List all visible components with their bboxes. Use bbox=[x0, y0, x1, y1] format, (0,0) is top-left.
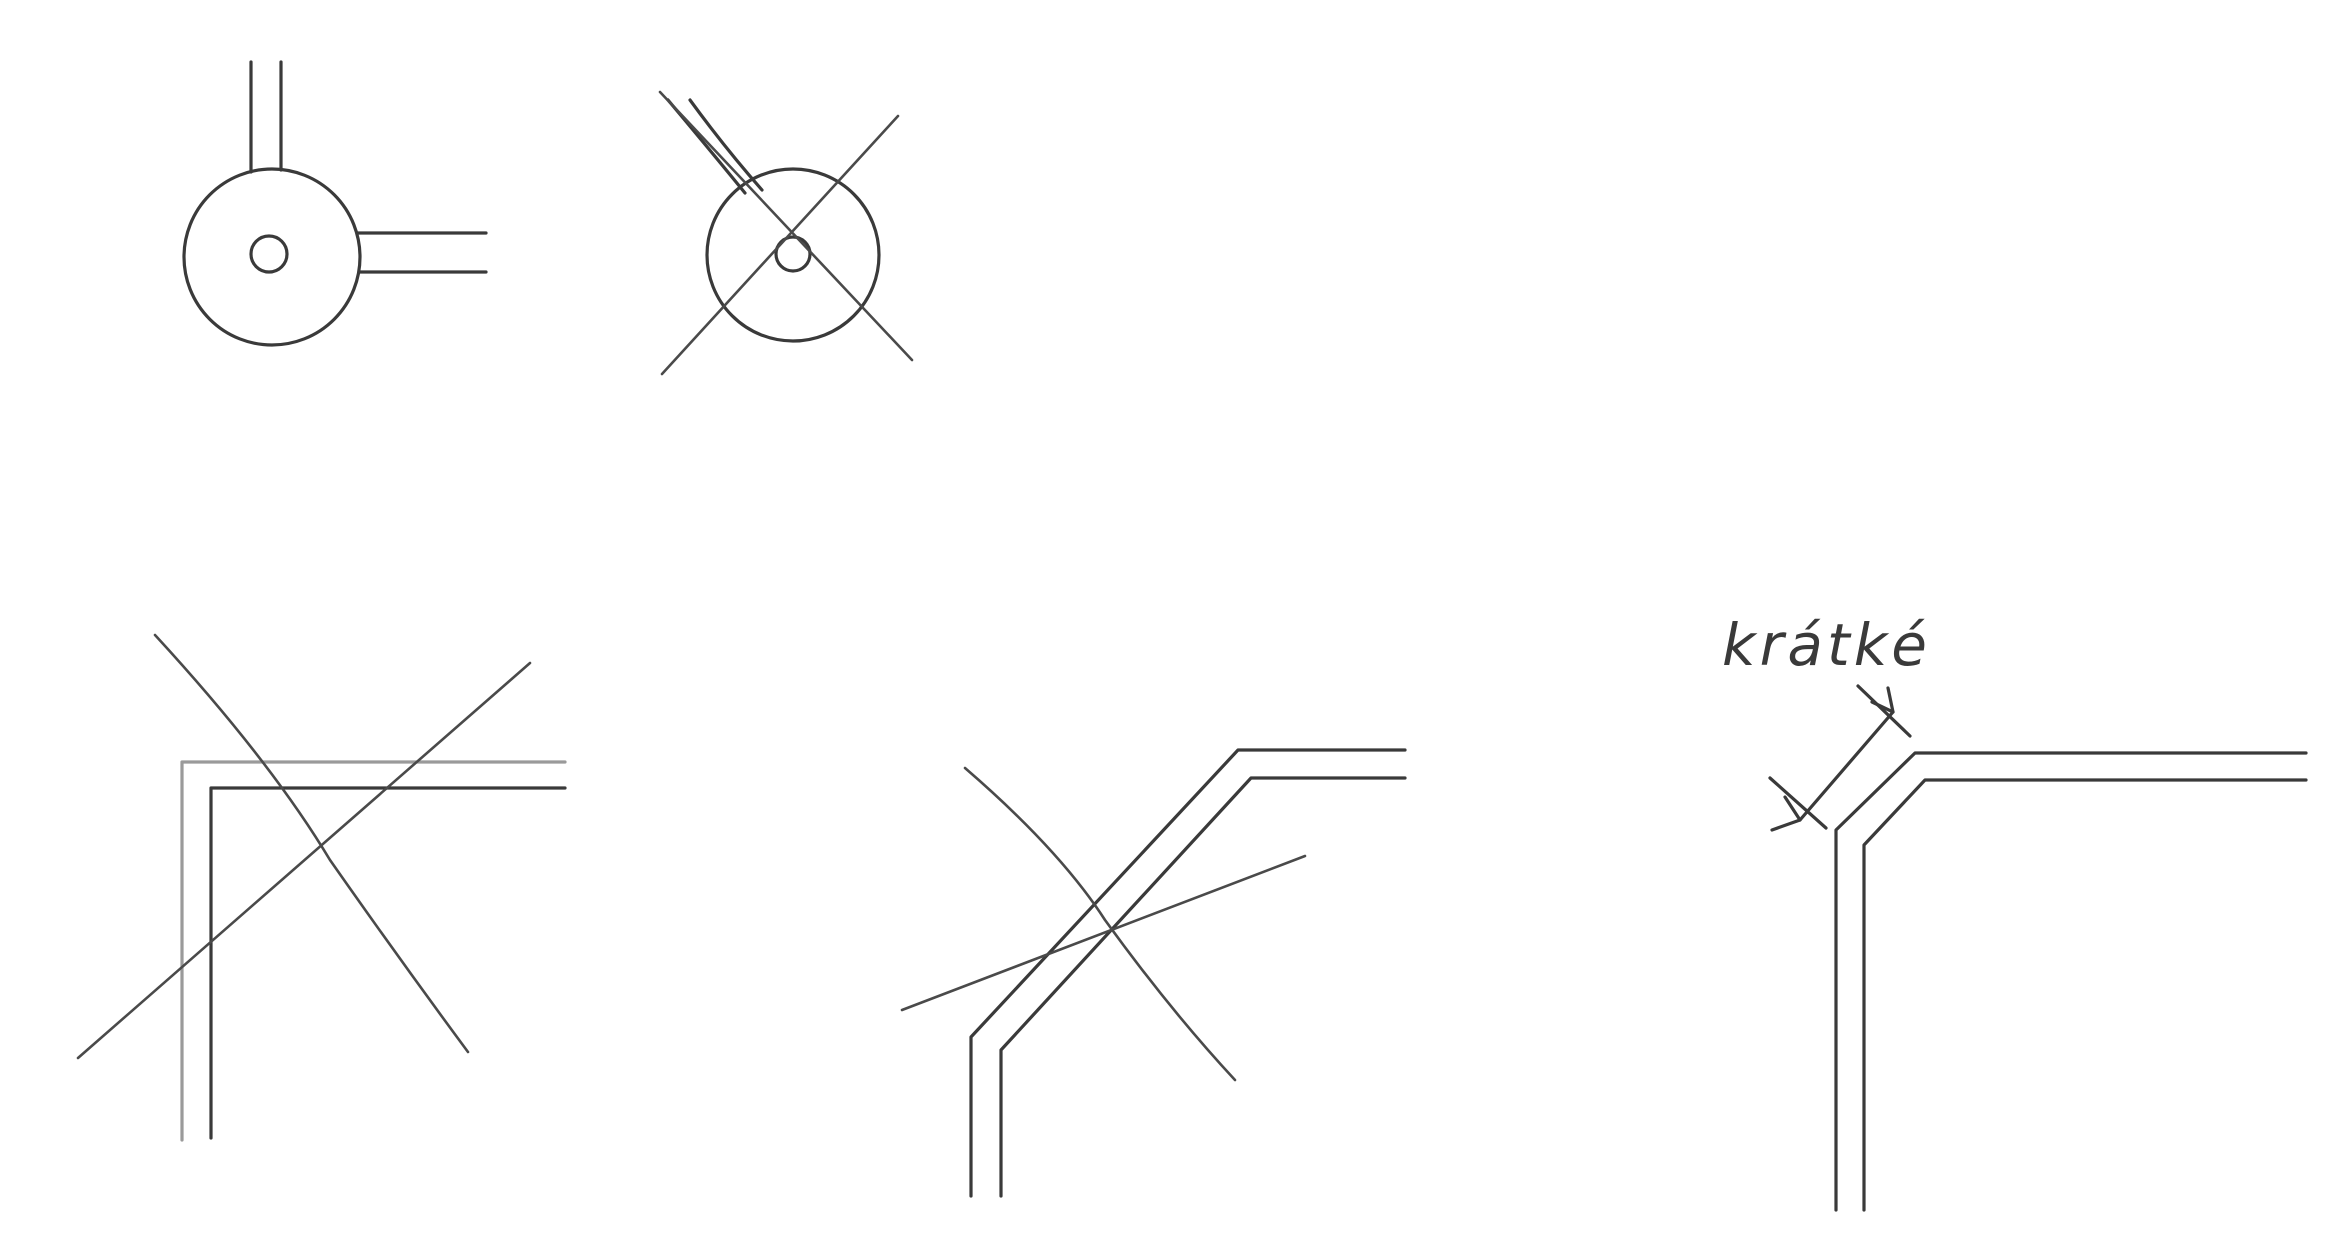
rejected-stub-line-b bbox=[688, 98, 764, 192]
dimension-tick-end bbox=[1856, 684, 1912, 738]
long-chamfer-corner-rejected bbox=[900, 748, 1407, 1198]
chamfer-dimension bbox=[1768, 684, 1912, 832]
short-chamfer-inner-wall bbox=[1862, 778, 2308, 1212]
dimension-arrow-end bbox=[1870, 686, 1895, 714]
cross-out-stroke-1 bbox=[658, 90, 914, 362]
cross-out-stroke-1 bbox=[153, 633, 470, 1054]
square-corner-outer-wall bbox=[180, 760, 567, 1142]
short-chamfer-outer-wall bbox=[1834, 751, 2308, 1212]
cross-out-stroke-2 bbox=[660, 114, 900, 376]
dimension-arrow-start bbox=[1770, 795, 1802, 832]
cross-out-stroke-2 bbox=[900, 854, 1307, 1012]
short-chamfer-corner-correct: krátké bbox=[1722, 611, 2308, 1212]
rejected-circle bbox=[705, 167, 881, 343]
square-corner-inner-wall bbox=[209, 786, 567, 1140]
cross-out-stroke-2 bbox=[76, 661, 532, 1060]
dimension-line bbox=[1798, 710, 1895, 822]
branch-circle bbox=[182, 167, 362, 347]
dimension-tick-start bbox=[1768, 776, 1828, 830]
long-chamfer-inner-wall bbox=[999, 776, 1407, 1198]
square-corner-rejected bbox=[76, 633, 567, 1142]
long-chamfer-outer-wall bbox=[969, 748, 1407, 1198]
rejected-center-hole bbox=[774, 235, 812, 273]
dimension-label: krátké bbox=[1722, 611, 1931, 679]
correct-branch-symbol bbox=[182, 60, 488, 347]
branch-center-hole bbox=[249, 234, 289, 274]
rejected-branch-symbol bbox=[658, 90, 914, 376]
cross-out-stroke-1 bbox=[963, 766, 1237, 1082]
